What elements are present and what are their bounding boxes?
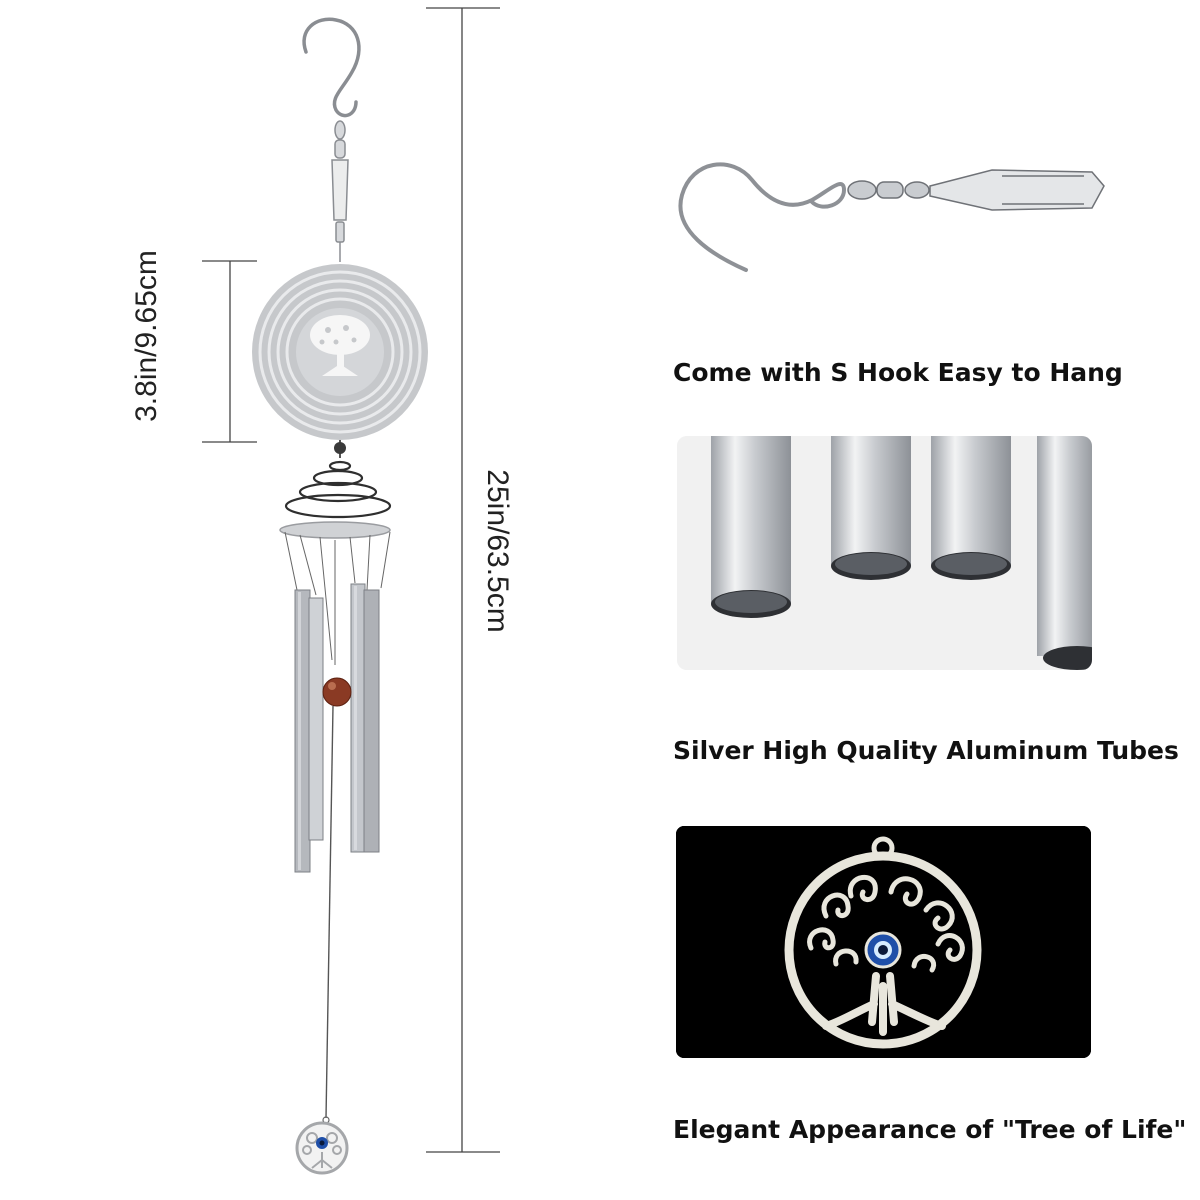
- total-length-label: 25in/63.5cm: [481, 469, 514, 633]
- decor-diameter-dimension-line: [202, 260, 257, 443]
- feature-caption-tubes: Silver High Quality Aluminum Tubes: [673, 736, 1179, 765]
- aluminum-tubes-photo: [677, 436, 1092, 670]
- tree-of-life-spinner-disc: [252, 264, 428, 440]
- wire-spiral: [284, 460, 392, 519]
- total-length-dimension-line: [426, 7, 500, 1153]
- feature-caption-tree-of-life: Elegant Appearance of "Tree of Life": [673, 1115, 1187, 1144]
- feature-caption-s-hook: Come with S Hook Easy to Hang: [673, 358, 1123, 387]
- aluminum-tubes: [294, 583, 380, 873]
- top-ring: [279, 521, 391, 539]
- s-hook-photo: [672, 150, 1108, 290]
- crystal-bead: [322, 677, 352, 707]
- swivel-clip: [331, 120, 349, 262]
- bottom-tree-of-life-pendant: [295, 1121, 349, 1175]
- chime-strings: [284, 531, 391, 665]
- s-hook: [302, 17, 361, 118]
- tree-of-life-pendant-photo: [676, 826, 1091, 1058]
- decor-diameter-label: 3.8in/9.65cm: [130, 250, 163, 422]
